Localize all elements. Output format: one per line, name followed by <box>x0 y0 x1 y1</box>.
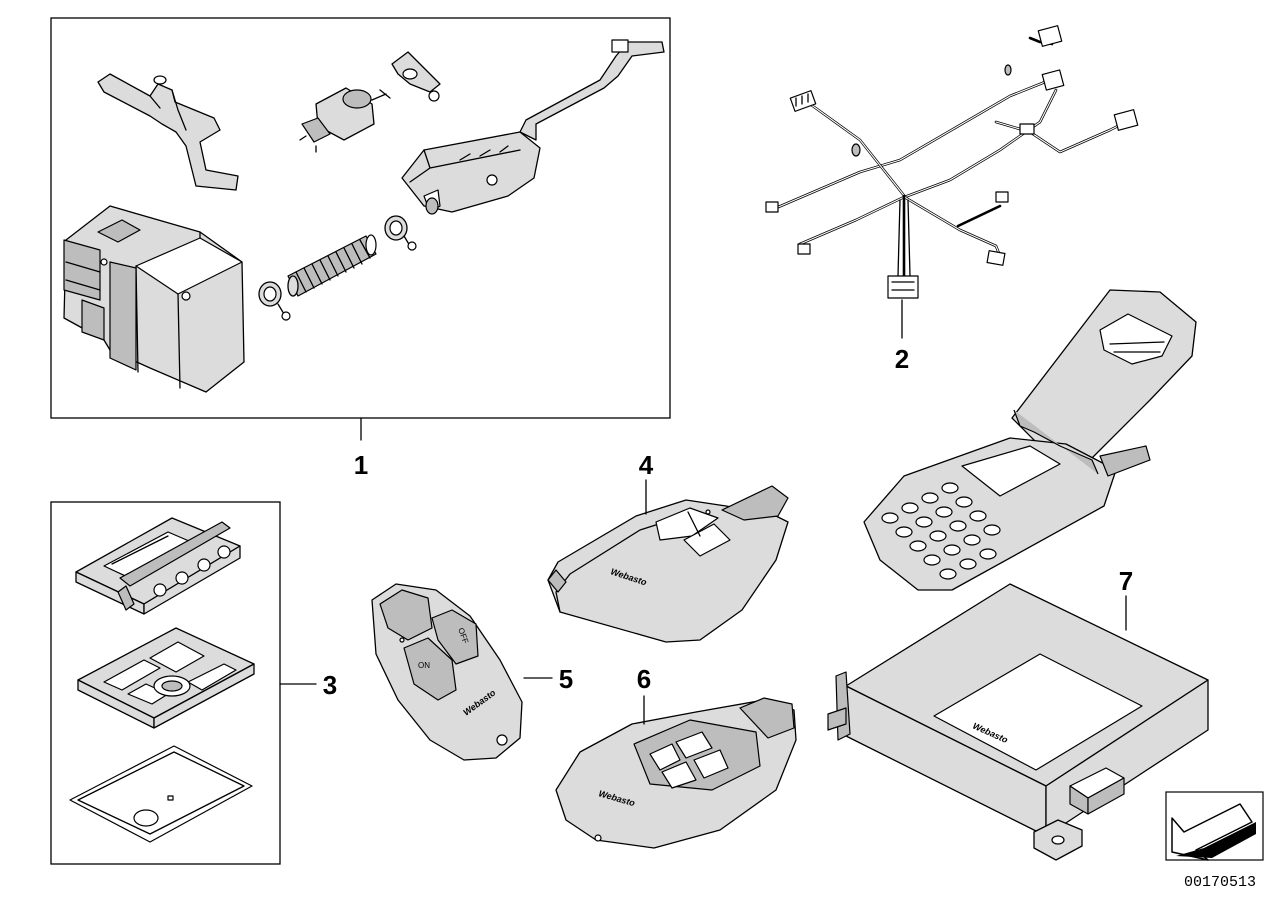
callout-4: 4 <box>639 450 654 480</box>
exhaust-clamp-lower <box>258 281 291 321</box>
callout-1: 1 <box>354 450 368 480</box>
part-6-remote-4-button: Webasto 6 <box>555 664 797 849</box>
callout-6: 6 <box>637 664 651 694</box>
part-7-control-box: Webasto 7 <box>827 566 1209 861</box>
document-number: 00170513 <box>1184 874 1256 891</box>
callout-2: 2 <box>895 344 909 374</box>
flexible-exhaust-pipe <box>287 234 377 297</box>
heater-unit <box>63 205 245 393</box>
pump-clamp <box>391 51 441 102</box>
callout-5: 5 <box>559 664 573 694</box>
part-1-group: 1 <box>50 17 671 480</box>
part-3-frame <box>50 501 281 865</box>
dosing-pump <box>299 87 391 153</box>
callout-3: 3 <box>323 670 337 700</box>
mobile-phone <box>863 289 1197 591</box>
exhaust-clamp-upper <box>384 215 417 251</box>
exhaust-silencer <box>401 39 665 215</box>
part-2-wiring-harness: 2 <box>765 25 1139 374</box>
timer-module <box>75 517 241 615</box>
adhesive-pad <box>69 745 253 843</box>
phone-keypad <box>881 482 1001 580</box>
callout-7: 7 <box>1119 566 1133 596</box>
part-4-remote-antenna: Webasto 4 <box>547 450 789 643</box>
part-3-group: 3 <box>50 501 337 865</box>
coolant-hose <box>97 73 239 191</box>
timer-mounting-frame <box>77 627 255 729</box>
direction-arrow-icon <box>1165 791 1264 861</box>
remote-5-on-button-label: ON <box>418 661 430 670</box>
part-5-remote-on-off: ON OFF Webasto 5 <box>371 583 573 761</box>
